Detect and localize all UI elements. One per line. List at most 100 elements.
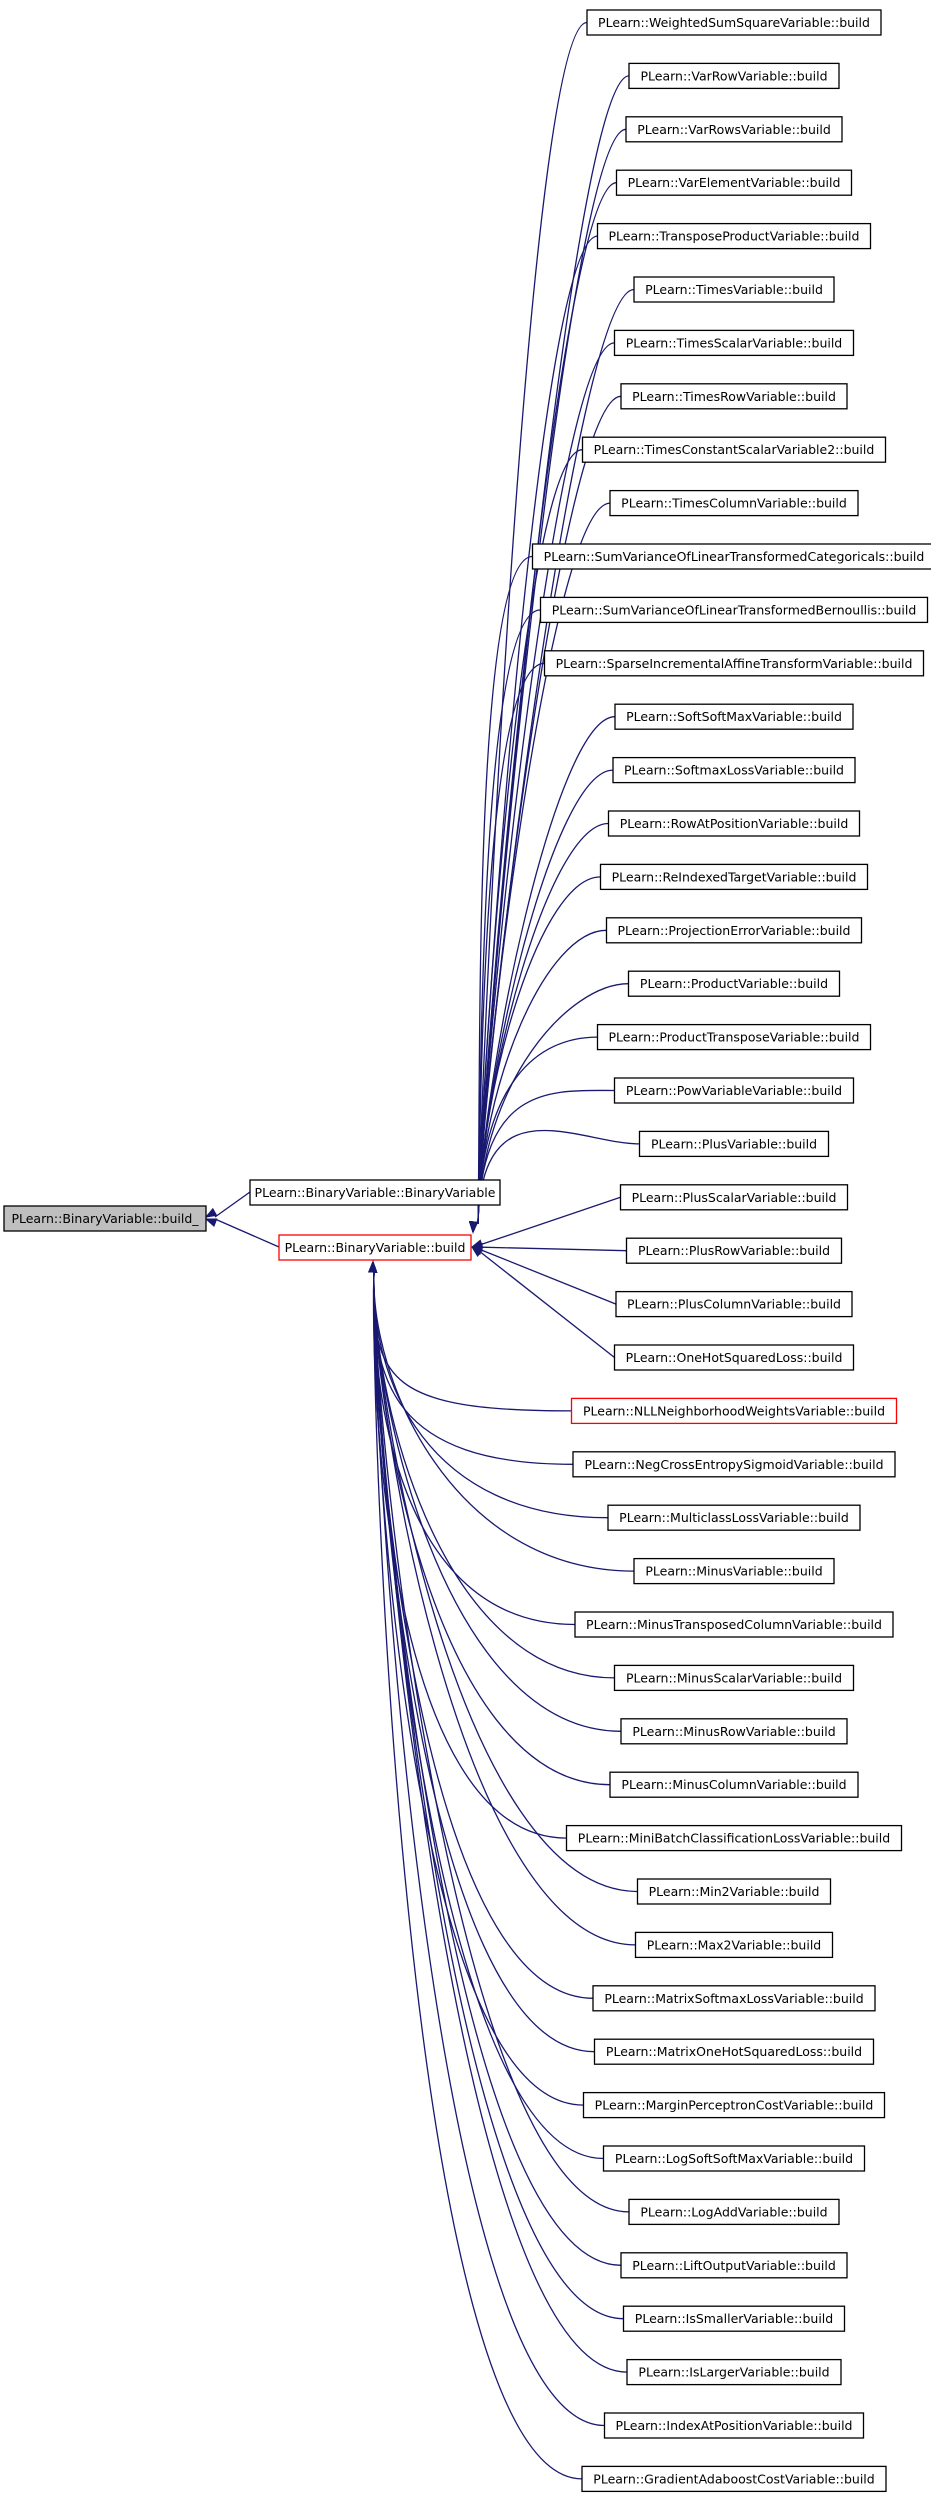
caller-node[interactable]: PLearn::SoftmaxLossVariable::build	[612, 756, 856, 784]
caller-node[interactable]: PLearn::PlusScalarVariable::build	[619, 1184, 849, 1211]
caller-node[interactable]: PLearn::MarginPerceptronCostVariable::bu…	[582, 2091, 886, 2119]
caller-node[interactable]: PLearn::PlusColumnVariable::build	[615, 1290, 853, 1318]
caller-node[interactable]: PLearn::SumVarianceOfLinearTransformedBe…	[539, 596, 929, 624]
caller-node-label: PLearn::MinusTransposedColumnVariable::b…	[586, 1617, 882, 1632]
caller-node-label: PLearn::ProductTransposeVariable::build	[609, 1030, 860, 1045]
caller-node[interactable]: PLearn::ProductTransposeVariable::build	[596, 1023, 872, 1051]
caller-node[interactable]: PLearn::SumVarianceOfLinearTransformedCa…	[531, 543, 931, 570]
caller-edge	[477, 449, 583, 1225]
caller-node[interactable]: PLearn::LogAddVariable::build	[628, 2198, 840, 2226]
node-constructor[interactable]: PLearn::BinaryVariable::BinaryVariable	[249, 1179, 501, 1206]
edge-build-to-root-arrow	[204, 1218, 218, 1227]
caller-edge	[373, 1270, 636, 1946]
caller-node[interactable]: PLearn::IsSmallerVariable::build	[622, 2305, 846, 2332]
caller-node-label: PLearn::SoftmaxLossVariable::build	[624, 763, 844, 778]
caller-node[interactable]: PLearn::Max2Variable::build	[634, 1931, 834, 1959]
caller-node[interactable]: PLearn::SoftSoftMaxVariable::build	[614, 703, 854, 730]
caller-edge	[480, 1252, 615, 1359]
caller-node[interactable]: PLearn::TransposeProductVariable::build	[596, 222, 872, 250]
caller-node-box	[633, 276, 835, 303]
caller-node-label: PLearn::TimesRowVariable::build	[632, 389, 836, 404]
caller-node[interactable]: PLearn::GradientAdaboostCostVariable::bu…	[581, 2465, 887, 2493]
caller-node[interactable]: PLearn::MiniBatchClassificationLossVaria…	[565, 1824, 903, 1852]
caller-edge	[373, 1270, 624, 2320]
caller-node-label: PLearn::ProductVariable::build	[640, 976, 828, 991]
caller-node-label: PLearn::IsSmallerVariable::build	[635, 2311, 833, 2326]
caller-node-box	[615, 169, 853, 196]
edge-constructor-to-root	[214, 1191, 251, 1218]
caller-node-label: PLearn::LogAddVariable::build	[640, 2204, 827, 2219]
caller-node[interactable]: PLearn::MinusRowVariable::build	[620, 1718, 848, 1745]
caller-node[interactable]: PLearn::Min2Variable::build	[636, 1878, 832, 1905]
edges-layer	[204, 21, 640, 2480]
caller-edge	[477, 822, 609, 1225]
caller-node-box	[615, 1290, 853, 1318]
caller-node[interactable]: PLearn::MinusTransposedColumnVariable::b…	[574, 1611, 894, 1638]
edge-build-to-root	[214, 1218, 280, 1248]
caller-edge	[373, 1270, 605, 2427]
caller-node[interactable]: PLearn::ProjectionErrorVariable::build	[605, 917, 863, 944]
caller-edge	[373, 1270, 638, 1893]
caller-node[interactable]: PLearn::PlusVariable::build	[638, 1130, 830, 1158]
caller-node[interactable]: PLearn::LiftOutputVariable::build	[620, 2252, 848, 2279]
caller-node[interactable]: PLearn::MulticlassLossVariable::build	[607, 1504, 861, 1531]
caller-node[interactable]: PLearn::TimesVariable::build	[633, 276, 835, 303]
caller-node[interactable]: PLearn::MinusColumnVariable::build	[609, 1771, 859, 1798]
caller-node[interactable]: PLearn::MatrixOneHotSquaredLoss::build	[593, 2038, 875, 2065]
caller-node[interactable]: PLearn::TimesConstantScalarVariable2::bu…	[581, 436, 887, 463]
caller-node[interactable]: PLearn::LogSoftSoftMaxVariable::build	[602, 2145, 866, 2172]
caller-edge	[480, 1196, 621, 1246]
caller-node[interactable]: PLearn::IndexAtPositionVariable::build	[603, 2412, 865, 2439]
caller-node-box	[581, 2465, 887, 2493]
caller-node[interactable]: PLearn::VarRowVariable::build	[628, 62, 840, 90]
caller-node-label: PLearn::OneHotSquaredLoss::build	[626, 1350, 843, 1365]
caller-node[interactable]: PLearn::PlusRowVariable::build	[625, 1237, 843, 1264]
caller-node-box	[613, 329, 855, 357]
caller-node-label: PLearn::SumVarianceOfLinearTransformedCa…	[544, 549, 925, 564]
caller-node-label: PLearn::MinusScalarVariable::build	[626, 1670, 842, 1685]
caller-edge-arrow	[470, 1246, 484, 1258]
caller-node[interactable]: PLearn::RowAtPositionVariable::build	[607, 810, 861, 837]
caller-node[interactable]: PLearn::TimesColumnVariable::build	[609, 489, 859, 517]
caller-node-label: PLearn::MinusVariable::build	[645, 1564, 822, 1579]
caller-node[interactable]: PLearn::VarElementVariable::build	[615, 169, 853, 196]
caller-node-box	[628, 2198, 840, 2226]
caller-node[interactable]: PLearn::TimesRowVariable::build	[620, 383, 848, 410]
caller-node[interactable]: PLearn::MinusVariable::build	[633, 1557, 835, 1585]
caller-node-box	[605, 917, 863, 944]
caller-edge-arrow	[469, 1221, 479, 1234]
node-build[interactable]: PLearn::BinaryVariable::build	[278, 1234, 472, 1261]
caller-node[interactable]: PLearn::TimesScalarVariable::build	[613, 329, 855, 357]
caller-node-label: PLearn::NegCrossEntropySigmoidVariable::…	[584, 1457, 883, 1472]
caller-node[interactable]: PLearn::SparseIncrementalAffineTransform…	[543, 650, 925, 677]
caller-node-label: PLearn::MatrixSoftmaxLossVariable::build	[604, 1991, 863, 2006]
caller-node[interactable]: PLearn::MinusScalarVariable::build	[613, 1664, 855, 1692]
caller-edge	[373, 1270, 583, 2480]
caller-node-label: PLearn::IndexAtPositionVariable::build	[616, 2418, 853, 2433]
caller-node-box	[638, 1130, 830, 1158]
caller-node[interactable]: PLearn::PowVariableVariable::build	[613, 1077, 855, 1104]
caller-node[interactable]: PLearn::VarRowsVariable::build	[625, 116, 843, 143]
caller-node[interactable]: PLearn::OneHotSquaredLoss::build	[613, 1344, 855, 1371]
caller-node-box	[634, 1931, 834, 1959]
caller-node[interactable]: PLearn::NegCrossEntropySigmoidVariable::…	[572, 1451, 896, 1478]
caller-edge	[477, 769, 614, 1225]
node-root[interactable]: PLearn::BinaryVariable::build_	[3, 1205, 207, 1232]
caller-node-box	[596, 1023, 872, 1051]
caller-node-label: PLearn::VarRowVariable::build	[640, 68, 827, 83]
caller-node[interactable]: PLearn::MatrixSoftmaxLossVariable::build	[592, 1985, 876, 2012]
caller-node-label: PLearn::LiftOutputVariable::build	[632, 2258, 836, 2273]
caller-node[interactable]: PLearn::ProductVariable::build	[627, 970, 841, 997]
caller-node-box	[609, 489, 859, 517]
caller-node-box	[599, 863, 869, 891]
caller-node-box	[626, 2358, 842, 2386]
caller-node[interactable]: PLearn::NLLNeighborhoodWeightsVariable::…	[570, 1397, 898, 1425]
caller-node[interactable]: PLearn::IsLargerVariable::build	[626, 2358, 842, 2386]
caller-node[interactable]: PLearn::WeightedSumSquareVariable::build	[586, 9, 882, 36]
caller-node-box	[614, 703, 854, 730]
caller-node-box	[586, 9, 882, 36]
caller-node[interactable]: PLearn::ReIndexedTargetVariable::build	[599, 863, 869, 891]
caller-node-label: PLearn::MulticlassLossVariable::build	[619, 1510, 849, 1525]
caller-node-box	[636, 1878, 832, 1905]
